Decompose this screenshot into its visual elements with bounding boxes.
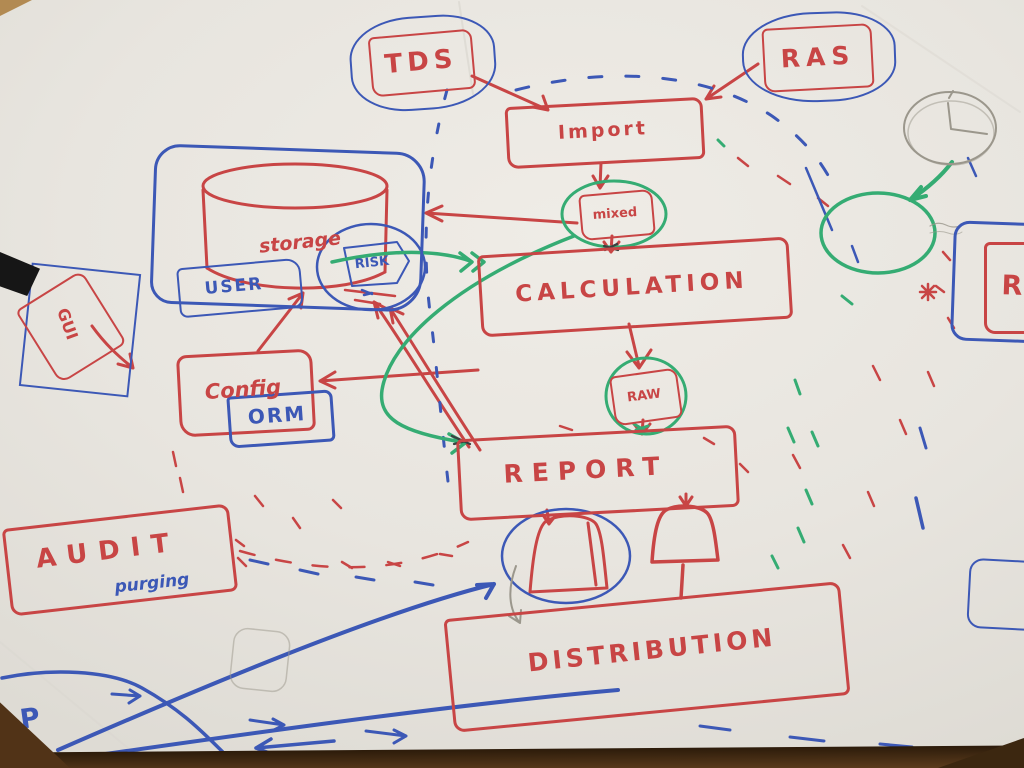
arrow-config-storage [256, 291, 305, 353]
right-partial-label: R [1001, 270, 1023, 302]
mixed-circle [560, 179, 668, 249]
raw-circle [604, 356, 688, 436]
mixed-label: mixed [592, 204, 638, 224]
pencil-arrow-bell [508, 565, 522, 624]
arrow-report-risk-2 [388, 306, 482, 452]
import-label: Import [557, 117, 649, 144]
arrow-gui-out [90, 324, 135, 370]
risk-tag [343, 241, 410, 287]
green-dashes [716, 138, 854, 570]
config-label: Config [204, 374, 282, 405]
line-bottom-to-distribution [90, 688, 620, 758]
dark-scribbles [450, 242, 620, 446]
asterisk-icon [918, 282, 938, 302]
raw-label: RAW [626, 386, 662, 406]
dashed-arc-left [424, 88, 451, 492]
pencil-faint-box [229, 627, 291, 693]
p-cloud [0, 670, 230, 759]
tds-label: TDS [383, 43, 459, 81]
right-partial-box [984, 242, 1024, 334]
blue-marker-strokes [0, 74, 996, 759]
pencil-strokes [229, 90, 997, 693]
risk-circle [315, 222, 427, 312]
dashed-audit-report [238, 540, 470, 569]
pencil-note-squiggle [929, 221, 977, 228]
arrow-mixed-storage [424, 204, 579, 225]
arrow-to-config [318, 368, 480, 390]
audit-bell-dashes [248, 558, 435, 587]
output-doc-left [528, 514, 609, 594]
bottom-right-partial [966, 557, 1024, 633]
clock-icon [903, 90, 997, 166]
line-bottom-to-report [56, 582, 496, 752]
output-doc-right [650, 504, 720, 600]
dashed-arc-top [514, 74, 840, 198]
arrow-clock-ellipse [908, 160, 954, 202]
arrow-tds-import [470, 74, 550, 112]
database-cylinder-icon [201, 162, 389, 290]
orm-label: ORM [247, 400, 307, 430]
ras-label: RAS [779, 40, 857, 74]
bell-highlight-circle [500, 507, 632, 605]
risk-label: RISK [354, 253, 390, 273]
red-dashes [171, 156, 956, 570]
green-ellipse-node [819, 191, 937, 275]
arrow-into-calculation [330, 250, 486, 273]
